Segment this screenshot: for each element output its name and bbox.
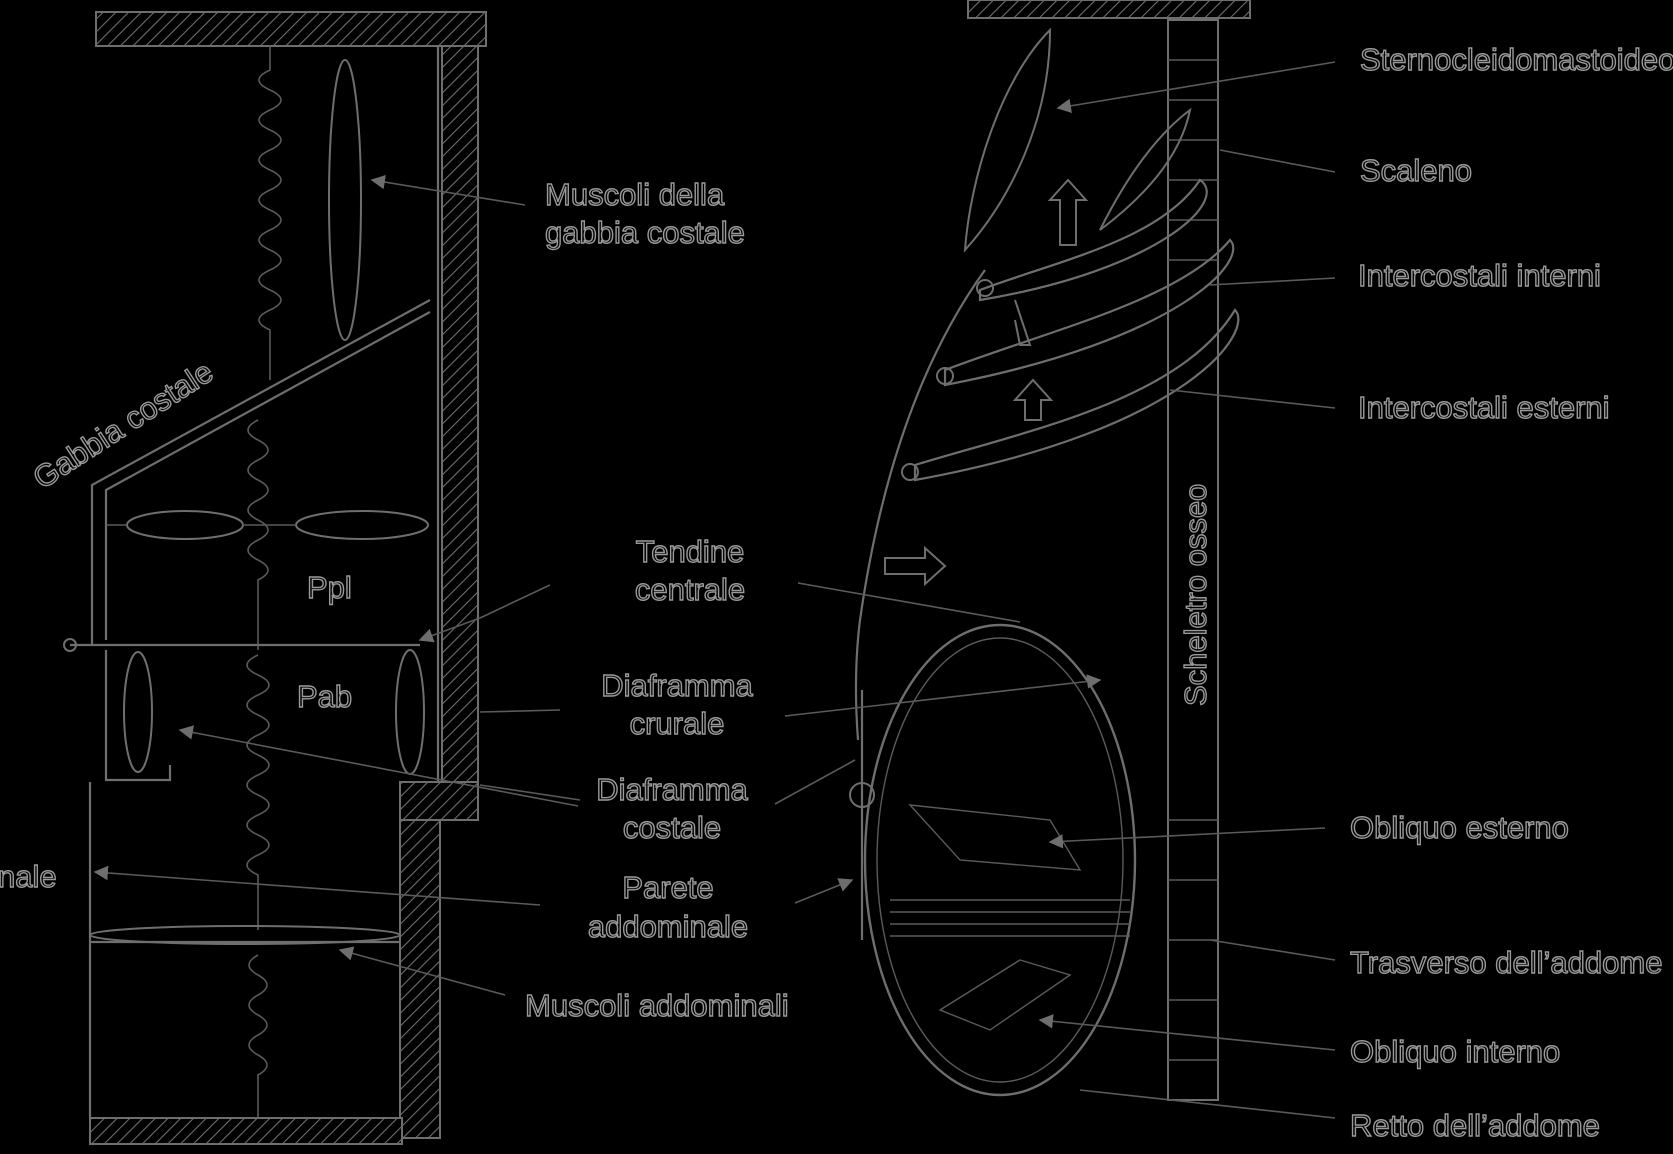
transversus-label: Trasverso dell’addome [1350,945,1662,980]
leader-wall-right [795,880,852,903]
leader-abdominal-wall [95,872,540,905]
crural-diaphragm-label-line1: Diaframma [601,668,753,703]
scalene-label: Scaleno [1360,153,1472,188]
leader-scalene [1220,150,1335,172]
rib-cage-muscles-label-line1: Muscoli della [545,177,725,212]
leader-rectus [1080,1090,1335,1118]
rib-3 [915,310,1238,480]
rib-cage-plate-inner [106,312,430,640]
wall-step [400,782,478,820]
rib-cage-muscle-spindle [329,60,361,340]
ppl-label: Ppl [307,570,352,605]
sternocleidomastoid-label: Sternocleidomastoideo [1360,42,1673,77]
abdominal-wall-label-line2: addominale [588,909,748,944]
right-abdominal-muscle [396,650,424,774]
right-wall-lower [400,782,440,1138]
leader-costal-diaphragm [480,785,580,800]
leader-transversus [1210,940,1335,960]
labels: Gabbia costale Muscoli della gabbia cost… [0,42,1673,1143]
leader-crural-diaphragm [480,710,560,712]
costal-diaphragm-label-line1: Diaframma [596,772,748,807]
leader-costal-diaphragm-2 [180,730,578,806]
crural-diaphragm-label-line2: crurale [630,706,725,741]
cut-off-label: nale [0,859,57,894]
abdominal-wall-outline [865,625,1135,1095]
central-tendon-label-line2: centrale [635,572,745,607]
right-wall-upper [442,46,478,786]
internal-intercostals-label: Intercostali interni [1358,258,1601,293]
abdominal-muscles-label: Muscoli addominali [525,988,789,1023]
central-tendon-label-line1: Tendine [636,534,745,569]
top-support-bar [96,12,486,46]
leader-internal-intercostals [1210,278,1335,285]
external-intercostals-label: Intercostali esterni [1358,390,1610,425]
bony-skeleton-label: Scheletro osseo [1178,484,1213,706]
rib-1 [980,180,1207,300]
leader-external-oblique [1050,828,1325,842]
rib-cage-plate [92,300,430,645]
middle-vertical-spring [248,420,268,650]
leader-external-intercostals [1170,390,1335,408]
left-abdominal-muscle [124,652,152,772]
skull-base [968,0,1250,18]
rectus-label: Retto dell’addome [1350,1108,1600,1143]
leader-central-tendon [480,585,550,618]
leader-costal-right [775,760,855,804]
leader-crural-right [785,680,1100,716]
abdominal-box [106,650,170,780]
rib-cage-label: Gabbia costale [27,354,220,496]
left-horizontal-spring [127,511,243,539]
abdominal-wall-inner [877,638,1123,1082]
lower-spring [247,655,269,930]
pab-label: Pab [297,679,352,714]
upper-spring [259,46,281,380]
external-oblique-label: Obliquo esterno [1350,810,1569,845]
anatomical-drawing [775,0,1335,1118]
costal-diaphragm-label-line2: costale [623,810,721,845]
leader-sternocleidomastoid [1058,62,1335,108]
abdominal-wall-label-line1: Parete [622,870,713,905]
abdominal-muscle-fibers [890,805,1130,1030]
right-horizontal-spring [296,511,428,539]
scalene-muscle [1100,110,1190,230]
sternocleidomastoid-muscle [965,30,1050,250]
motion-arrows [885,180,1086,584]
rib-2 [945,240,1233,385]
bottom-support-bar [90,1118,402,1144]
leader-tendon-right [798,583,1020,622]
bottom-spring [249,955,267,1118]
rib-cage-muscles-label-line2: gabbia costale [545,215,745,250]
internal-oblique-label: Obliquo interno [1350,1034,1560,1069]
